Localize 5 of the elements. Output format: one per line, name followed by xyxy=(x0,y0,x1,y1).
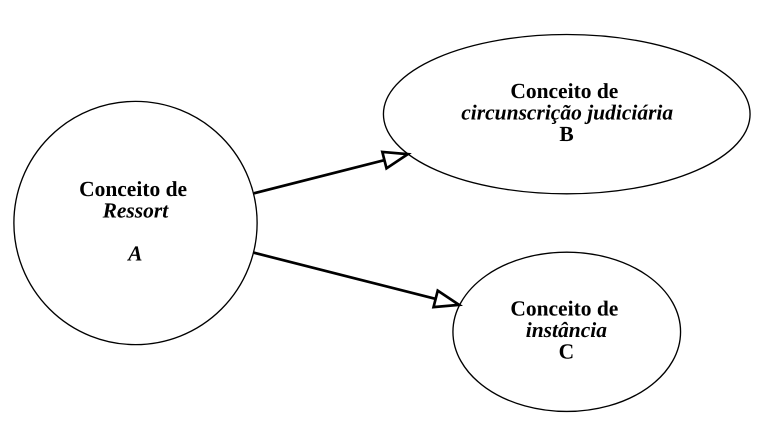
node-circle: Conceito de Ressort A xyxy=(13,100,258,346)
arrow xyxy=(254,150,412,195)
arrow xyxy=(254,251,464,309)
node-ellipse: Conceito de instância C xyxy=(452,251,682,412)
node-ellipse: Conceito de circunscrição judiciária B xyxy=(382,34,751,194)
